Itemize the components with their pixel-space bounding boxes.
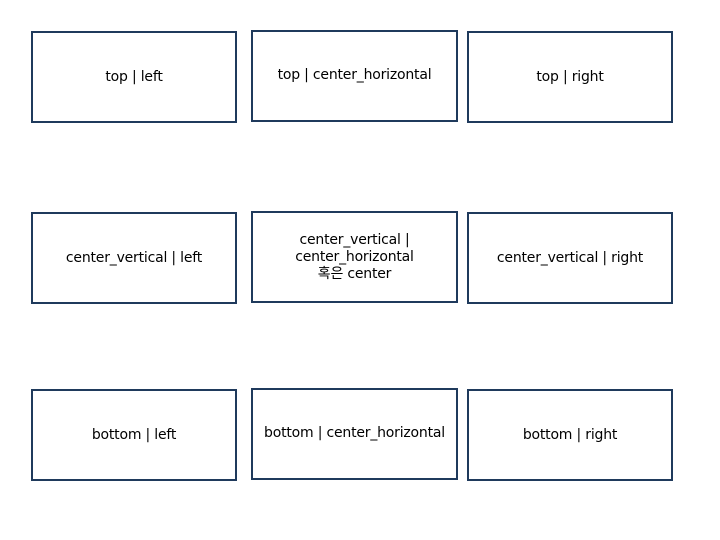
gravity-box-bottom-right: bottom | right xyxy=(467,389,673,481)
gravity-box-bottom-center-horizontal: bottom | center_horizontal xyxy=(251,388,458,480)
gravity-label: center_vertical | center_horizontal 혹은 c… xyxy=(295,231,414,282)
gravity-box-center-vertical-left: center_vertical | left xyxy=(31,212,237,304)
gravity-label: top | right xyxy=(536,68,604,85)
gravity-box-top-right: top | right xyxy=(467,31,673,123)
gravity-box-bottom-left: bottom | left xyxy=(31,389,237,481)
gravity-box-center-vertical-right: center_vertical | right xyxy=(467,212,673,304)
gravity-label: top | left xyxy=(105,68,163,85)
gravity-box-top-left: top | left xyxy=(31,31,237,123)
gravity-label: center_vertical | right xyxy=(496,249,644,266)
gravity-box-center: center_vertical | center_horizontal 혹은 c… xyxy=(251,211,458,303)
gravity-label: bottom | center_horizontal xyxy=(264,424,445,441)
gravity-label: top | center_horizontal xyxy=(277,66,432,83)
gravity-label: bottom | left xyxy=(91,426,177,443)
gravity-label: bottom | right xyxy=(522,426,618,443)
gravity-label: center_vertical | left xyxy=(65,249,203,266)
gravity-box-top-center-horizontal: top | center_horizontal xyxy=(251,30,458,122)
